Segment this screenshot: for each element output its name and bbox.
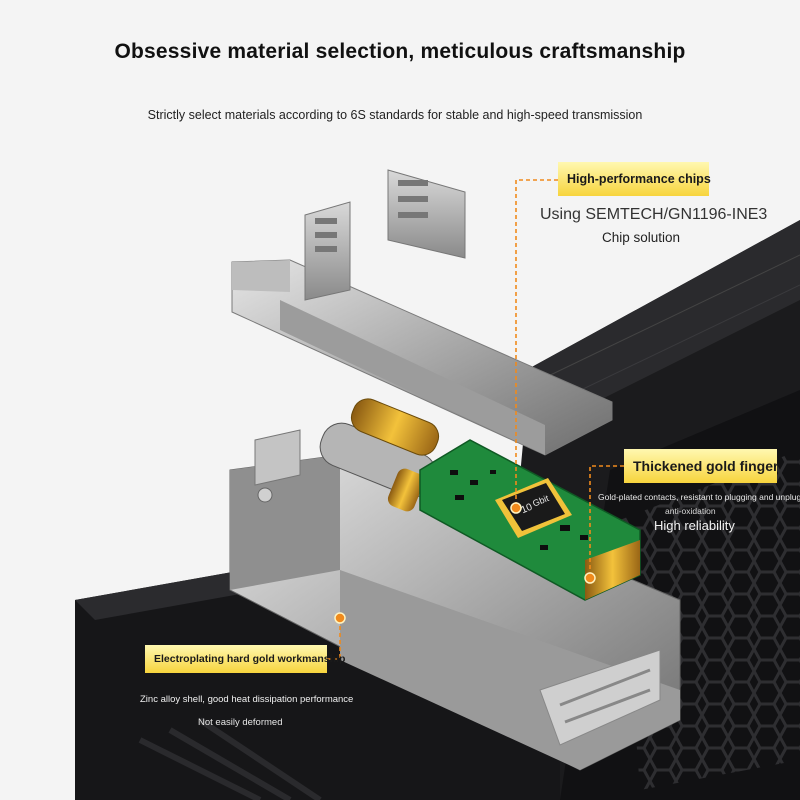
gold-finger-callout-dot (584, 572, 596, 584)
optical-subassembly (319, 398, 440, 512)
gold-finger-callout-tag: Thickened gold finger (624, 449, 778, 483)
plating-callout-deform: Not easily deformed (198, 717, 283, 728)
chip-callout-dot (510, 502, 522, 514)
gold-finger-desc-line2: anti-oxidation (665, 506, 716, 516)
page-headline: Obsessive material selection, meticulous… (114, 40, 686, 63)
callout-leaders (327, 179, 624, 660)
plating-callout-tag: Electroplating hard gold workmanship (145, 645, 345, 673)
gold-finger-desc-line1: Gold-plated contacts, resistant to plugg… (598, 492, 800, 502)
plating-callout-desc: Zinc alloy shell, good heat dissipation … (140, 694, 354, 705)
chip-marking-line1: 10 (520, 502, 535, 517)
chips-callout-line2: Chip solution (602, 230, 681, 245)
pcb-board: 10 Gbit (419, 439, 641, 601)
module-housing (229, 429, 681, 771)
gold-finger-reliability: High reliability (654, 518, 735, 533)
chips-callout-line1: Using SEMTECH/GN1196-INE3 (540, 206, 768, 223)
page-subheadline: Strictly select materials according to 6… (147, 108, 643, 122)
module-top-cover (231, 169, 613, 456)
plating-callout-dot (334, 612, 346, 624)
chip-10gbit: 10 Gbit (495, 478, 572, 538)
chips-callout-tag: High-performance chips (558, 162, 711, 196)
